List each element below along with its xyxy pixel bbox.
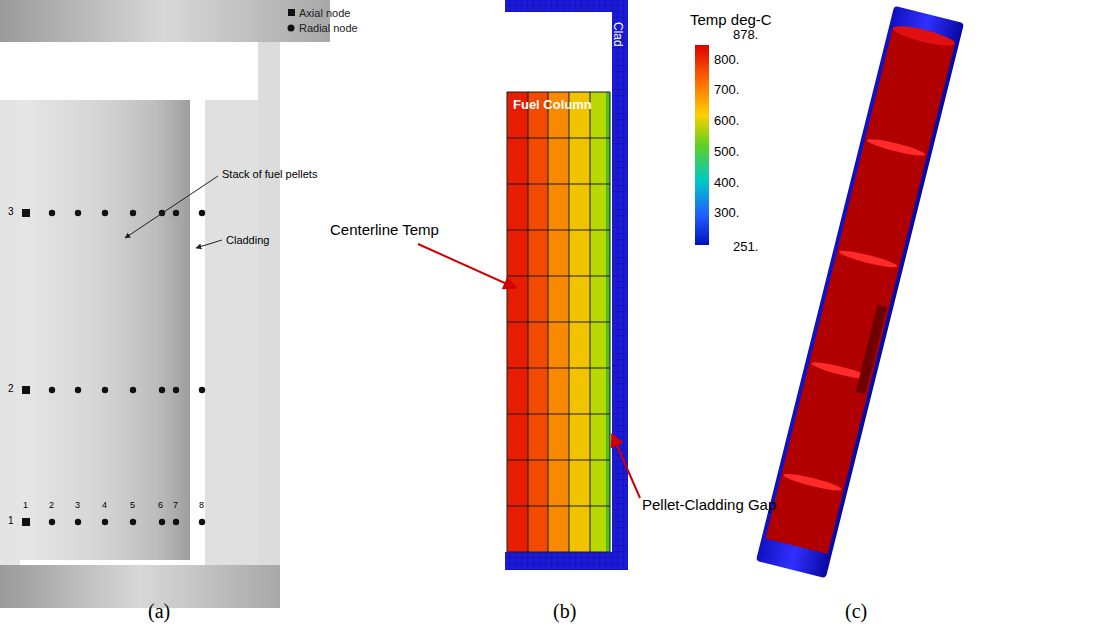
radial-node xyxy=(75,210,81,216)
scale-value: 400. xyxy=(714,176,739,190)
radial-number: 6 xyxy=(158,501,163,511)
radial-node xyxy=(130,387,136,393)
radial-node xyxy=(49,387,55,393)
scale-value: 700. xyxy=(714,83,739,97)
radial-number: 7 xyxy=(173,501,178,511)
scale-value: 878. xyxy=(733,28,758,42)
temperature-map xyxy=(418,0,709,570)
radial-node xyxy=(130,519,136,525)
panel-caption: (b) xyxy=(553,600,576,622)
axial-number: 1 xyxy=(8,515,14,526)
radial-node xyxy=(130,210,136,216)
scale-value: 600. xyxy=(714,114,739,128)
scale-value: 800. xyxy=(714,53,739,67)
region-label: Fuel Column xyxy=(513,98,592,112)
radial-node xyxy=(173,519,179,525)
rod-schematic xyxy=(0,0,330,608)
radial-node xyxy=(49,210,55,216)
radial-node xyxy=(159,519,165,525)
radial-number: 8 xyxy=(199,501,204,511)
radial-node xyxy=(173,387,179,393)
radial-number: 4 xyxy=(102,501,107,511)
radial-node xyxy=(159,387,165,393)
leader-line xyxy=(418,244,516,288)
leader-line xyxy=(612,434,640,498)
scale-value: 300. xyxy=(714,206,739,220)
legend-text: Radial node xyxy=(299,22,358,34)
panel-caption: (c) xyxy=(845,600,867,622)
color-bar xyxy=(695,45,709,245)
axial-number: 2 xyxy=(8,383,14,394)
radial-node xyxy=(173,210,179,216)
radial-node xyxy=(102,387,108,393)
legend-square xyxy=(288,9,295,16)
legend-dot xyxy=(288,25,295,32)
radial-node xyxy=(49,519,55,525)
radial-node xyxy=(102,210,108,216)
radial-number: 5 xyxy=(130,501,135,511)
legend-text: Axial node xyxy=(299,7,350,19)
axial-node xyxy=(22,209,30,217)
radial-node xyxy=(75,519,81,525)
leader-line xyxy=(196,240,222,248)
callout-label: Pellet-Cladding Gap xyxy=(642,497,776,514)
region-label: Clad xyxy=(611,22,624,47)
radial-node xyxy=(199,387,205,393)
node-markers xyxy=(22,209,205,526)
radial-node xyxy=(102,519,108,525)
part-label: Cladding xyxy=(226,234,269,246)
radial-number: 1 xyxy=(23,501,28,511)
part-label: Stack of fuel pellets xyxy=(222,168,317,180)
leader-line xyxy=(125,176,218,238)
fuel-stack xyxy=(20,100,190,560)
callout-label: Centerline Temp xyxy=(330,222,439,239)
radial-node xyxy=(75,387,81,393)
radial-node xyxy=(199,210,205,216)
rod-3d xyxy=(756,6,964,578)
axial-number: 3 xyxy=(8,206,14,217)
radial-number: 3 xyxy=(75,501,80,511)
legend-title: Temp deg-C xyxy=(690,12,772,29)
panel-caption: (a) xyxy=(148,600,170,622)
radial-node xyxy=(199,519,205,525)
scale-value: 500. xyxy=(714,145,739,159)
axial-node xyxy=(22,386,30,394)
axial-node xyxy=(22,518,30,526)
scale-value: 251. xyxy=(733,240,758,254)
radial-number: 2 xyxy=(49,501,54,511)
